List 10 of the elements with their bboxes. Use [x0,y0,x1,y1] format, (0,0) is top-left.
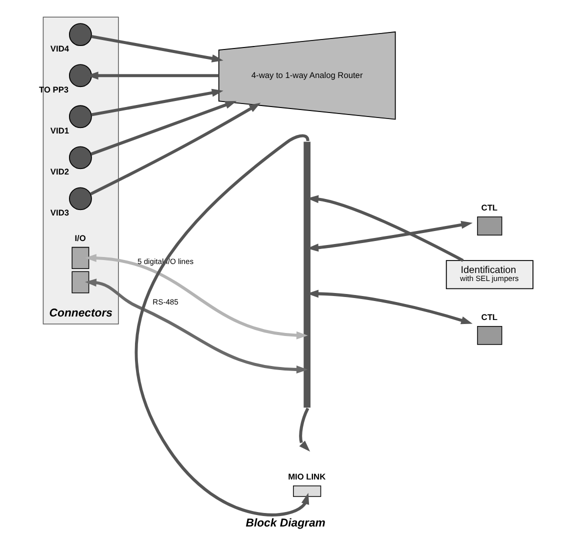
node-label: VID2 [50,166,68,177]
node-label: VID4 [50,44,68,54]
diagram-title: Block Diagram [245,517,325,530]
node-label: VID1 [50,126,68,136]
edge-label: RS-485 [152,297,178,306]
node-label: MIO LINK [288,472,326,482]
node-label: CTL [480,312,498,322]
node-label: VID3 [50,208,68,218]
node-label: CTL [480,202,498,213]
node-label: I/O [74,233,86,244]
